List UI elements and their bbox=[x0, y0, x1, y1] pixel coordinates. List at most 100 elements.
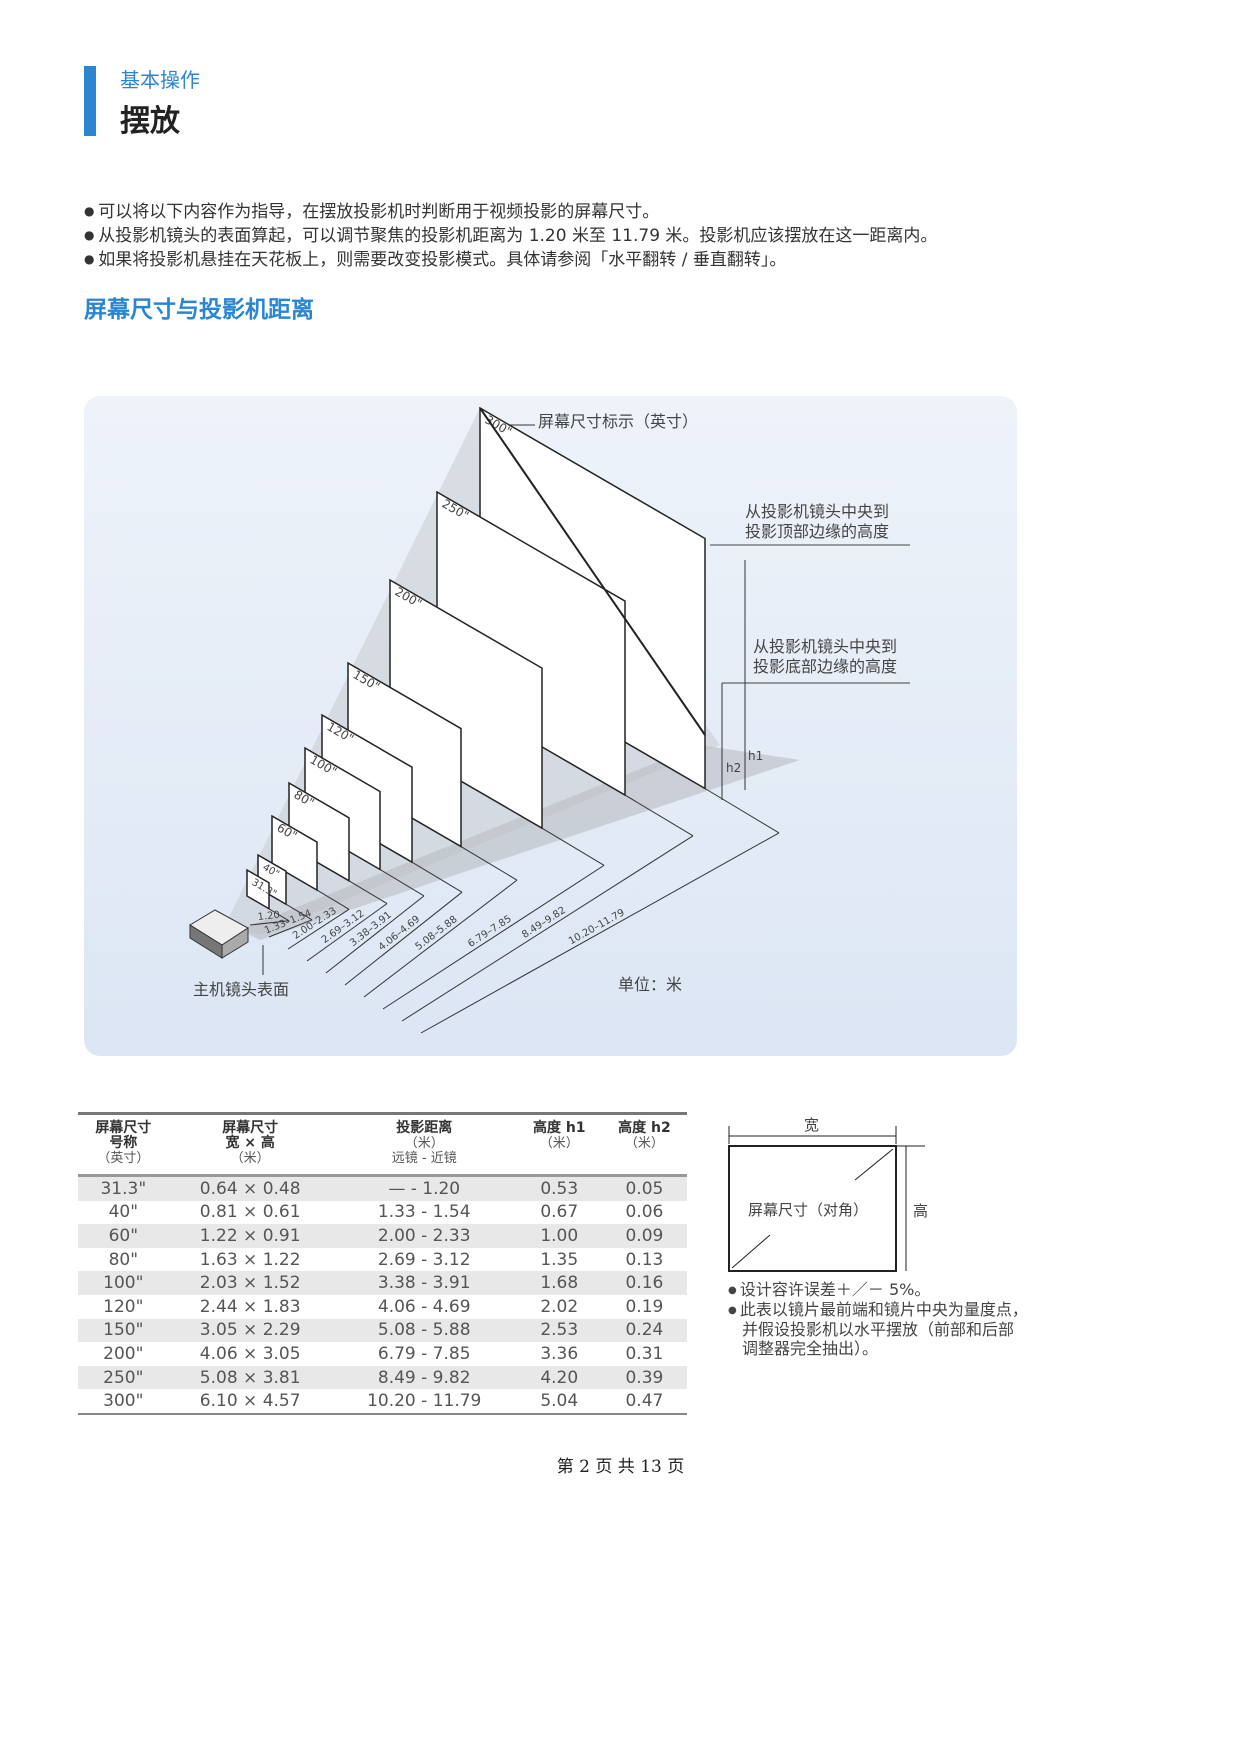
extension-line bbox=[316, 889, 350, 910]
table-cell: 2.53 bbox=[540, 1320, 579, 1341]
distance-dimension-line bbox=[249, 920, 290, 926]
screen-size-label: 屏幕尺寸标示（英寸） bbox=[538, 412, 698, 431]
distance-dimension-line bbox=[382, 864, 605, 1010]
table-cell: 40" bbox=[108, 1202, 139, 1223]
note-item: 此表以镜片最前端和镜片中央为量度点，并假设投影机以水平摆放（前部和后部调整器完全… bbox=[728, 1300, 1028, 1358]
table-cell: 250" bbox=[103, 1367, 144, 1388]
extension-line bbox=[411, 861, 463, 893]
section-label: 基本操作 bbox=[120, 68, 200, 92]
table-cell: 2.69 - 3.12 bbox=[377, 1249, 471, 1270]
notes-list: 设计容许误差＋／－ 5%。 此表以镜片最前端和镜片中央为量度点，并假设投影机以水… bbox=[728, 1280, 1028, 1358]
h2-label: h2 bbox=[726, 761, 741, 775]
distance-label: 5.08–5.88 bbox=[414, 914, 460, 953]
height-label: 高 bbox=[913, 1202, 928, 1220]
screen-size-table: 屏幕尺寸号称（英寸）屏幕尺寸宽 × 高（米）投影距离（米）远镜 - 近镜高度 h… bbox=[78, 1112, 687, 1415]
projector-icon bbox=[189, 909, 249, 959]
header-unit: （米） bbox=[539, 1136, 579, 1151]
table-cell: 0.53 bbox=[540, 1178, 579, 1199]
distance-dimension-line bbox=[363, 879, 518, 998]
note-item: 设计容许误差＋／－ 5%。 bbox=[728, 1280, 1028, 1300]
bullet-item: 从投影机镜头的表面算起，可以调节聚焦的投影机距离为 1.20 米至 11.79 … bbox=[84, 224, 937, 248]
table-cell: 4.06 - 4.69 bbox=[377, 1296, 471, 1317]
column-header: 屏幕尺寸号称（英寸） bbox=[78, 1112, 169, 1177]
diagram-svg: 300"250"200"150"120"100"80"60"40"31.3" 1… bbox=[189, 406, 910, 1034]
table-cell: 4.06 × 3.05 bbox=[199, 1343, 301, 1364]
extension-line bbox=[704, 788, 780, 834]
header-title: 屏幕尺寸 bbox=[95, 1120, 152, 1136]
distance-dimension-line bbox=[420, 832, 780, 1034]
table-cell: 0.81 × 0.61 bbox=[199, 1202, 301, 1223]
table-cell: 0.05 bbox=[625, 1178, 664, 1199]
distance-dimension-line bbox=[325, 895, 425, 974]
table-cell: 3.38 - 3.91 bbox=[377, 1273, 471, 1294]
distance-dimension-line bbox=[287, 908, 350, 950]
table-cell: 80" bbox=[108, 1249, 139, 1270]
distance-dimension-line bbox=[344, 891, 463, 986]
h1-label: h1 bbox=[748, 749, 763, 763]
table-cell: 100" bbox=[103, 1273, 144, 1294]
distance-dimension-line bbox=[306, 903, 388, 962]
table-cell: 10.20 - 11.79 bbox=[331, 1389, 517, 1415]
top-edge-label-1: 从投影机镜头中央到 bbox=[745, 502, 889, 521]
column-header: 屏幕尺寸宽 × 高（米） bbox=[168, 1112, 332, 1177]
table-cell: 0.06 bbox=[625, 1202, 664, 1223]
table-cell: 200" bbox=[103, 1343, 144, 1364]
table-cell: 3.05 × 2.29 bbox=[199, 1320, 301, 1341]
table-row: 80" 1.63 × 1.22 2.69 - 3.12 1.35 0.13 bbox=[78, 1248, 687, 1272]
table-cell: 0.31 bbox=[625, 1343, 664, 1364]
table-cell: 6.10 × 4.57 bbox=[168, 1389, 332, 1415]
table-cell: 1.63 × 1.22 bbox=[199, 1249, 301, 1270]
subheading: 屏幕尺寸与投影机距离 bbox=[84, 297, 314, 323]
width-label: 宽 bbox=[804, 1116, 819, 1134]
table-cell: 1.35 bbox=[540, 1249, 579, 1270]
table-cell: 0.24 bbox=[625, 1320, 664, 1341]
table-cell: 300" bbox=[78, 1389, 169, 1415]
table-cell: 1.68 bbox=[540, 1273, 579, 1294]
distance-label: 8.49–9.82 bbox=[520, 905, 568, 941]
intro-bullets: 可以将以下内容作为指导，在摆放投影机时判断用于视频投影的屏幕尺寸。 从投影机镜头… bbox=[84, 200, 937, 272]
top-edge-label-2: 投影顶部边缘的高度 bbox=[745, 522, 889, 541]
diagonal-label: 屏幕尺寸（对角） bbox=[748, 1201, 868, 1219]
diagonal-arrow bbox=[479, 407, 706, 736]
table-cell: 6.79 - 7.85 bbox=[377, 1343, 471, 1364]
header-title: 高度 h2 bbox=[618, 1120, 671, 1136]
table-cell: 0.19 bbox=[625, 1296, 664, 1317]
table-cell: 1.22 × 0.91 bbox=[199, 1225, 301, 1246]
header-title: 屏幕尺寸 bbox=[222, 1120, 279, 1136]
table-cell: 60" bbox=[108, 1225, 139, 1246]
distance-label: 10.20–11.79 bbox=[567, 907, 627, 947]
header-unit: （米） bbox=[230, 1151, 270, 1166]
table-cell: 150" bbox=[103, 1320, 144, 1341]
table-cell: 3.36 bbox=[540, 1343, 579, 1364]
header-title: 高度 h1 bbox=[532, 1120, 586, 1136]
header-unit: （英寸） bbox=[97, 1151, 150, 1166]
floor-shadow bbox=[240, 745, 800, 940]
extension-line bbox=[379, 869, 425, 897]
header-unit: 远镜 - 近镜 bbox=[391, 1151, 457, 1166]
header-unit: （米） bbox=[624, 1136, 664, 1151]
table-cell: 0.64 × 0.48 bbox=[199, 1178, 301, 1199]
bottom-edge-label-2: 投影底部边缘的高度 bbox=[753, 657, 897, 676]
table-cell: — - 1.20 bbox=[388, 1178, 461, 1199]
table-cell: 120" bbox=[103, 1296, 144, 1317]
header-title: 宽 × 高 bbox=[225, 1135, 275, 1151]
bullet-item: 如果将投影机悬挂在天花板上，则需要改变投影模式。具体请参阅「水平翻转 / 垂直翻… bbox=[84, 248, 937, 272]
distance-label: 6.79–7.85 bbox=[466, 914, 514, 950]
table-cell: 0.13 bbox=[625, 1249, 664, 1270]
column-header: 高度 h2（米） bbox=[601, 1112, 687, 1177]
column-header: 投影距离（米）远镜 - 近镜 bbox=[331, 1112, 517, 1177]
header-title: 号称 bbox=[109, 1135, 138, 1151]
screen-size-box-diagram: 宽 高 屏幕尺寸（对角） bbox=[728, 1116, 928, 1272]
table-cell: 5.08 × 3.81 bbox=[199, 1367, 301, 1388]
table-row: 200" 4.06 × 3.05 6.79 - 7.85 3.36 0.31 bbox=[78, 1342, 687, 1366]
extension-line bbox=[541, 827, 605, 866]
